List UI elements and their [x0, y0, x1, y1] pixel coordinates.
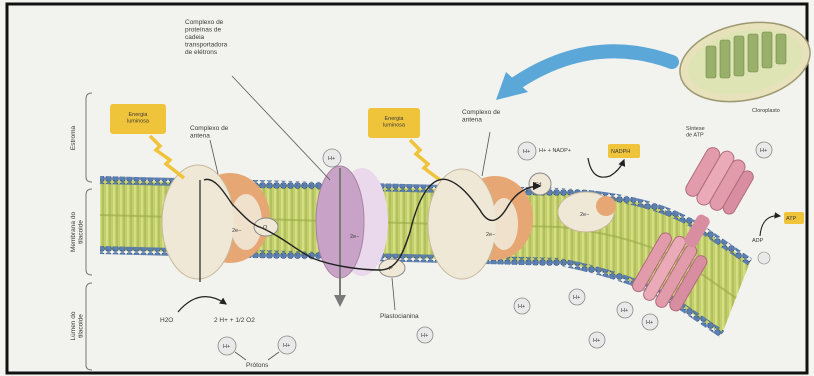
adp-label: ADP [752, 238, 764, 244]
h-plus-lumen-4: H+ [514, 298, 530, 314]
phosphate-circle [758, 252, 770, 264]
svg-text:H+: H+ [621, 308, 628, 314]
svg-text:H+: H+ [573, 295, 580, 301]
svg-text:H+: H+ [646, 320, 653, 326]
cytochrome-electron-label: 2e− [350, 234, 359, 240]
svg-text:H+: H+ [223, 344, 230, 350]
h-plus-stroma-1: H+ [323, 149, 341, 167]
h-plus-lumen-5: H+ [569, 289, 585, 305]
quinone-molecule: Q [254, 218, 278, 236]
svg-text:H+: H+ [593, 338, 600, 344]
h-plus-lumen-7: H+ [617, 302, 633, 318]
region-label-lumen: Lúmen dotilacoide [70, 311, 84, 340]
ps1-electron-label: 2e− [486, 232, 495, 238]
ps2-electron-label: 2e− [232, 228, 241, 234]
h-plus-lumen-3: H+ [417, 327, 433, 343]
chloroplast-label: Cloroplasto [752, 108, 780, 114]
svg-text:H+: H+ [328, 156, 335, 162]
svg-text:H+: H+ [760, 148, 767, 154]
h-plus-stroma-2: H+ [518, 142, 536, 160]
h-plus-stroma-3: H+ [756, 142, 772, 158]
region-label-stroma: Estroma [70, 126, 77, 151]
nadp-electron-label: 2e− [580, 212, 589, 218]
svg-text:H+: H+ [283, 343, 290, 349]
plastocyanin-molecule: P [379, 259, 405, 277]
h-plus-lumen-6: H+ [589, 332, 605, 348]
nadph-label: NADPH [611, 149, 630, 155]
nadp-reaction-label: H+ + NADP+ [539, 148, 571, 154]
svg-text:H+: H+ [518, 304, 525, 310]
water-label: H2O [160, 317, 173, 324]
atp-label: ATP [786, 216, 797, 222]
h-plus-lumen-1: H+ [218, 337, 236, 355]
h-plus-lumen-8: H+ [642, 314, 658, 330]
oxygen-label: 2 H+ + 1/2 O2 [214, 317, 255, 324]
h-plus-lumen-2: H+ [278, 336, 296, 354]
ferredoxin-label: Fd [535, 182, 541, 188]
plastocyanin-label: Plastocianina [380, 313, 419, 320]
svg-text:H+: H+ [421, 333, 428, 339]
svg-text:H+: H+ [523, 149, 530, 155]
protons-label: Prótons [246, 362, 269, 369]
